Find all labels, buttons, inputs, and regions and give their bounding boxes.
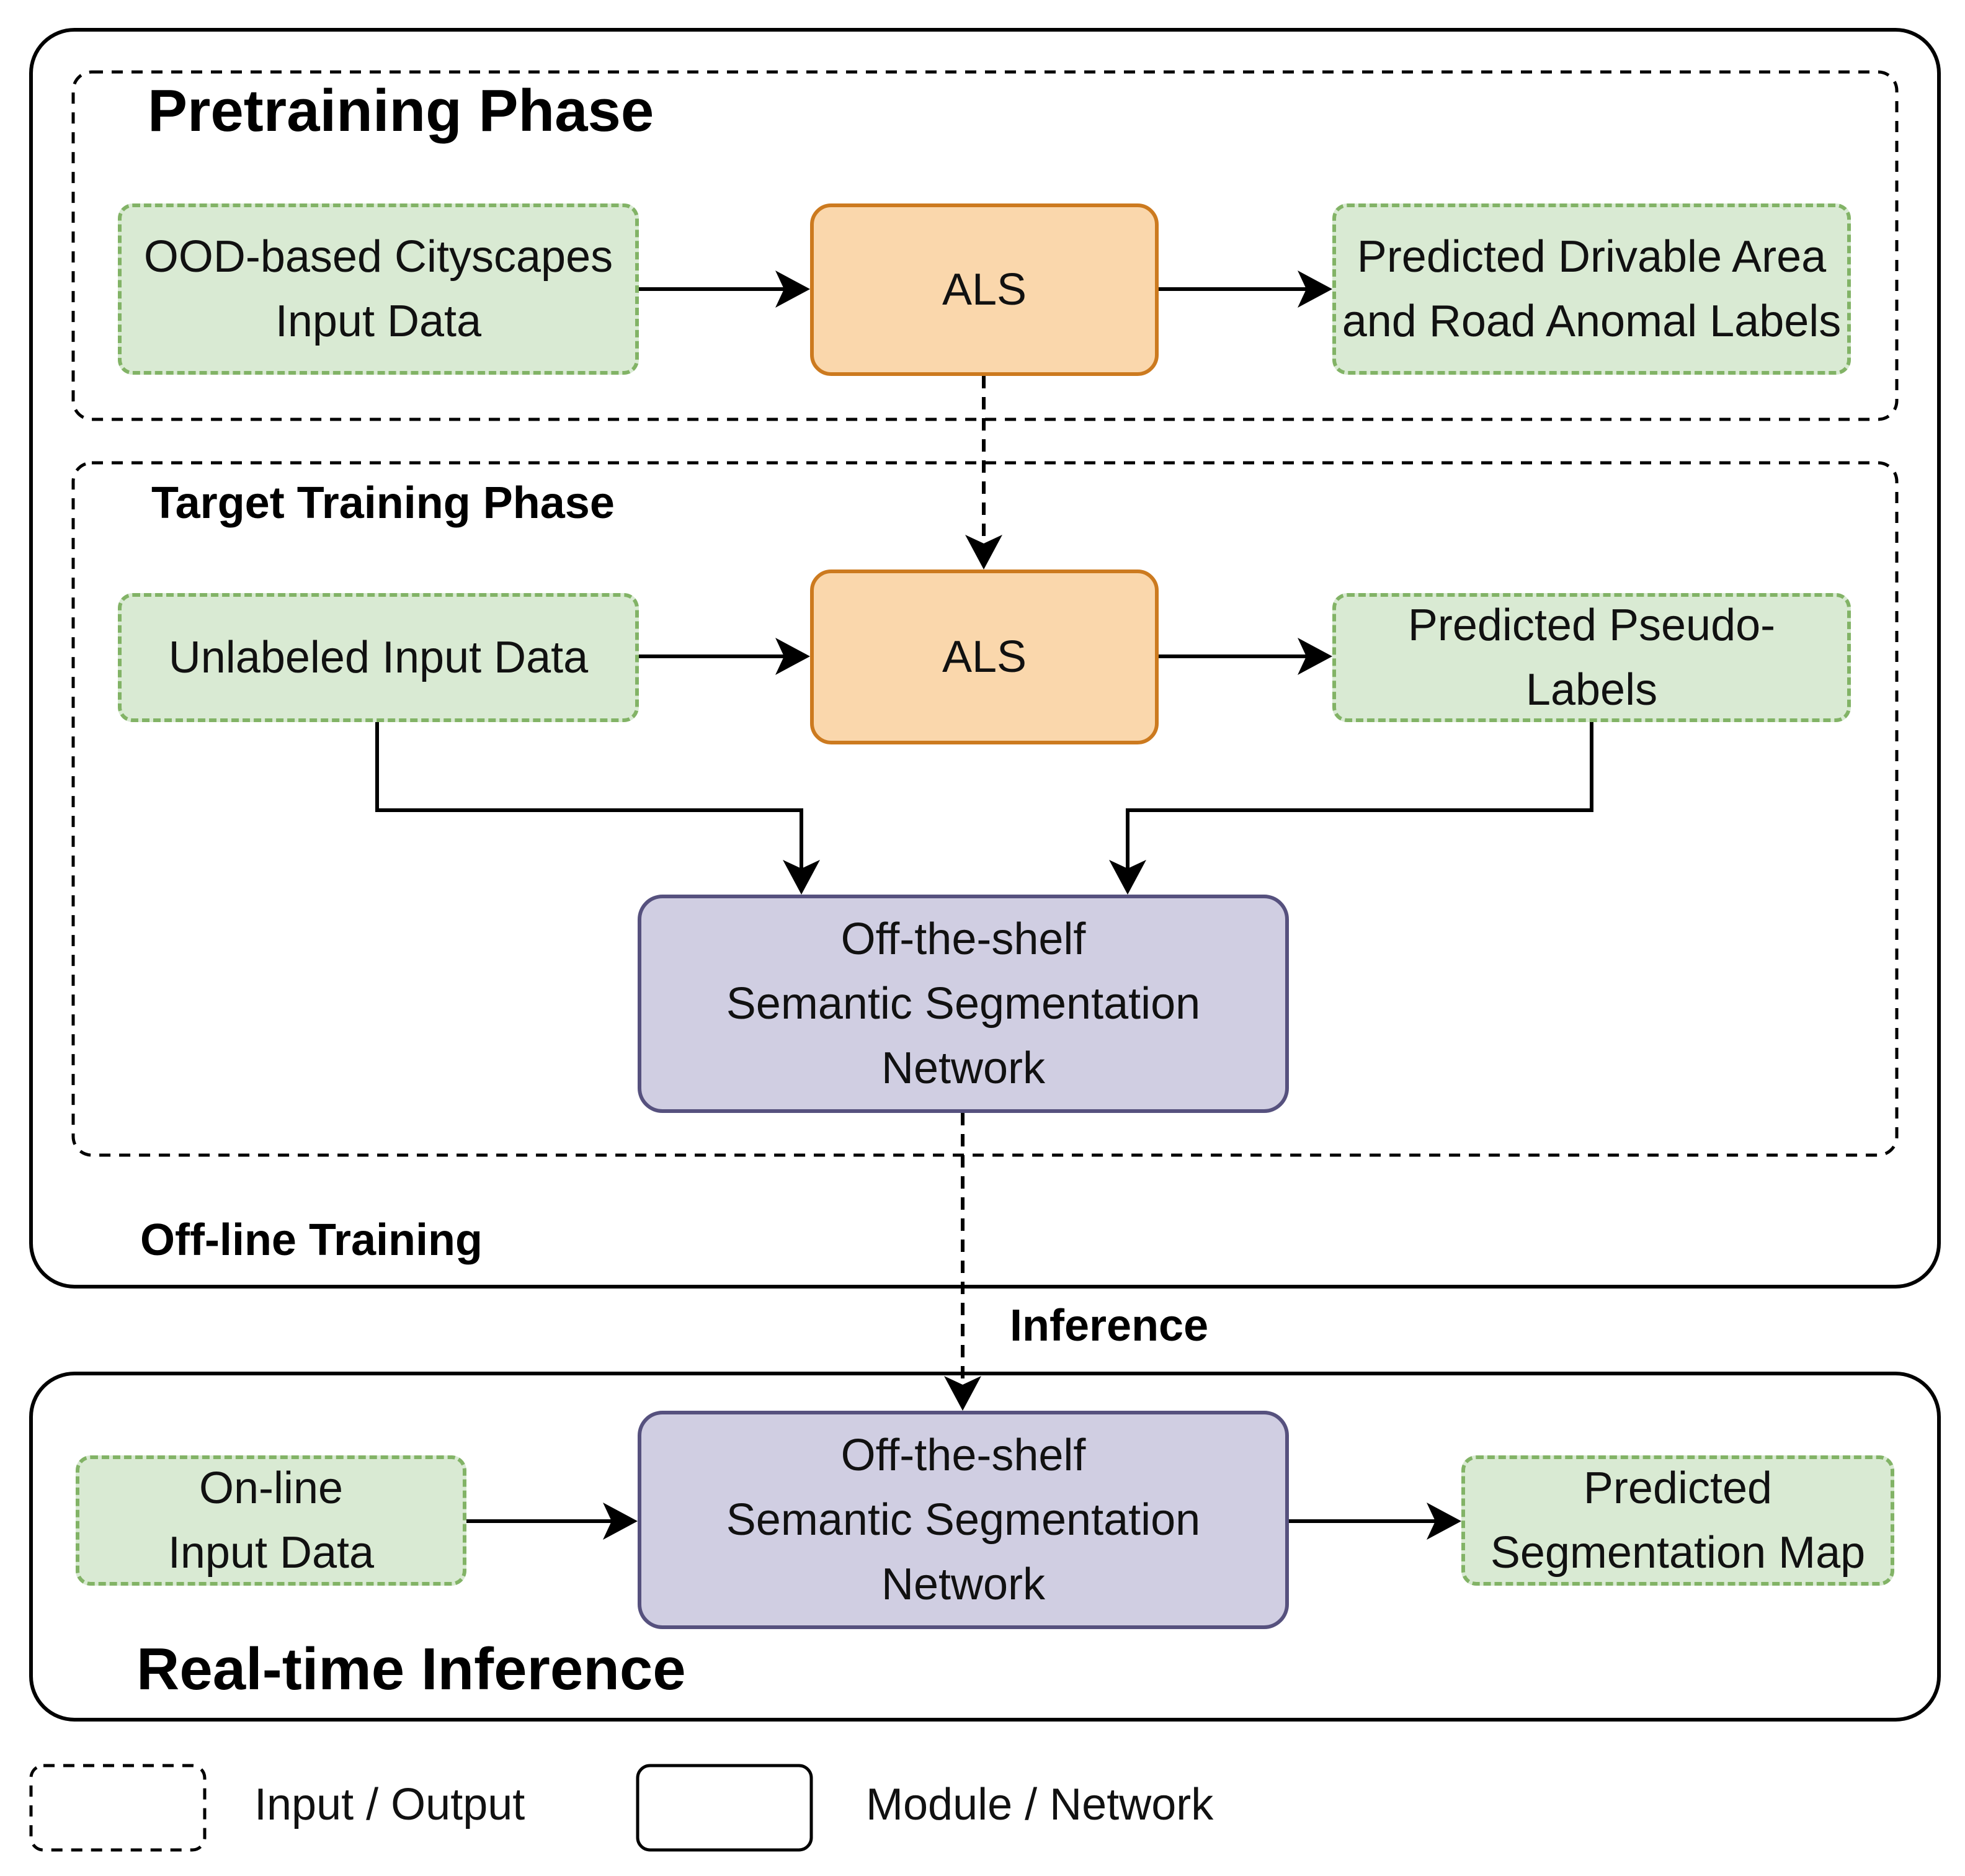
- predicted-drivable-area-label: Predicted Drivable Area and Road Anomal …: [1342, 232, 1842, 346]
- legend-solid-label: Module / Network: [866, 1780, 1214, 1829]
- predicted-drivable-area-node: Predicted Drivable Area and Road Anomal …: [1332, 203, 1851, 375]
- arrowhead-ood-input-to-als: [775, 270, 810, 308]
- ood-cityscapes-input-node: OOD-based Cityscapes Input Data: [118, 203, 639, 375]
- training-segmentation-network-label: Off-the-shelf Semantic Segmentation Netw…: [726, 914, 1201, 1093]
- arrow-unlabeled-to-network: [375, 722, 803, 869]
- training-segmentation-network-node: Off-the-shelf Semantic Segmentation Netw…: [638, 895, 1289, 1113]
- unlabeled-input-label: Unlabeled Input Data: [168, 633, 589, 682]
- arrowhead-unlabeled-to-network: [783, 860, 820, 895]
- inference-segmentation-network-label: Off-the-shelf Semantic Segmentation Netw…: [726, 1431, 1201, 1609]
- online-input-label: On-line Input Data: [167, 1463, 375, 1578]
- arrowhead-network-to-segmentation-map: [1427, 1503, 1461, 1540]
- legend-dashed-swatch: [29, 1764, 207, 1852]
- ood-cityscapes-input-label: OOD-based Cityscapes Input Data: [143, 232, 613, 346]
- online-input-node: On-line Input Data: [76, 1455, 466, 1586]
- arrowhead-online-input-to-network: [603, 1503, 638, 1540]
- predicted-segmentation-map-node: Predicted Segmentation Map: [1461, 1455, 1894, 1586]
- inference-segmentation-network-node: Off-the-shelf Semantic Segmentation Netw…: [638, 1411, 1289, 1629]
- pretraining-phase-frame: [71, 70, 1899, 421]
- target-training-phase-title: Target Training Phase: [151, 478, 615, 528]
- arrowhead-pretrained-als-to-target-als: [965, 535, 1002, 570]
- realtime-inference-title: Real-time Inference: [136, 1636, 686, 1702]
- target-als-label: ALS: [942, 632, 1027, 682]
- arrowhead-inference: [944, 1376, 981, 1411]
- pretraining-phase-title: Pretraining Phase: [148, 78, 654, 144]
- predicted-pseudo-labels-node: Predicted Pseudo- Labels: [1332, 593, 1851, 722]
- arrowhead-als-to-predicted-drivable: [1298, 270, 1332, 308]
- inference-label: Inference: [1010, 1301, 1209, 1351]
- pretraining-als-label: ALS: [942, 265, 1027, 315]
- realtime-inference-frame: [29, 1372, 1941, 1722]
- arrowhead-pseudo-labels-to-network: [1109, 860, 1146, 895]
- legend-solid-swatch: [636, 1764, 813, 1852]
- arrowhead-unlabeled-to-als: [775, 638, 810, 675]
- offline-training-frame: [29, 28, 1941, 1289]
- arrow-pseudo-labels-to-network: [1126, 722, 1593, 869]
- arrowhead-als-to-pseudo-labels: [1298, 638, 1332, 675]
- predicted-segmentation-map-label: Predicted Segmentation Map: [1490, 1463, 1866, 1578]
- target-als-node: ALS: [810, 570, 1159, 744]
- unlabeled-input-node: Unlabeled Input Data: [118, 593, 639, 722]
- legend-dashed-label: Input / Output: [254, 1780, 525, 1829]
- predicted-pseudo-labels-label: Predicted Pseudo- Labels: [1407, 601, 1776, 715]
- offline-training-title: Off-line Training: [140, 1215, 483, 1265]
- pretraining-als-node: ALS: [810, 203, 1159, 376]
